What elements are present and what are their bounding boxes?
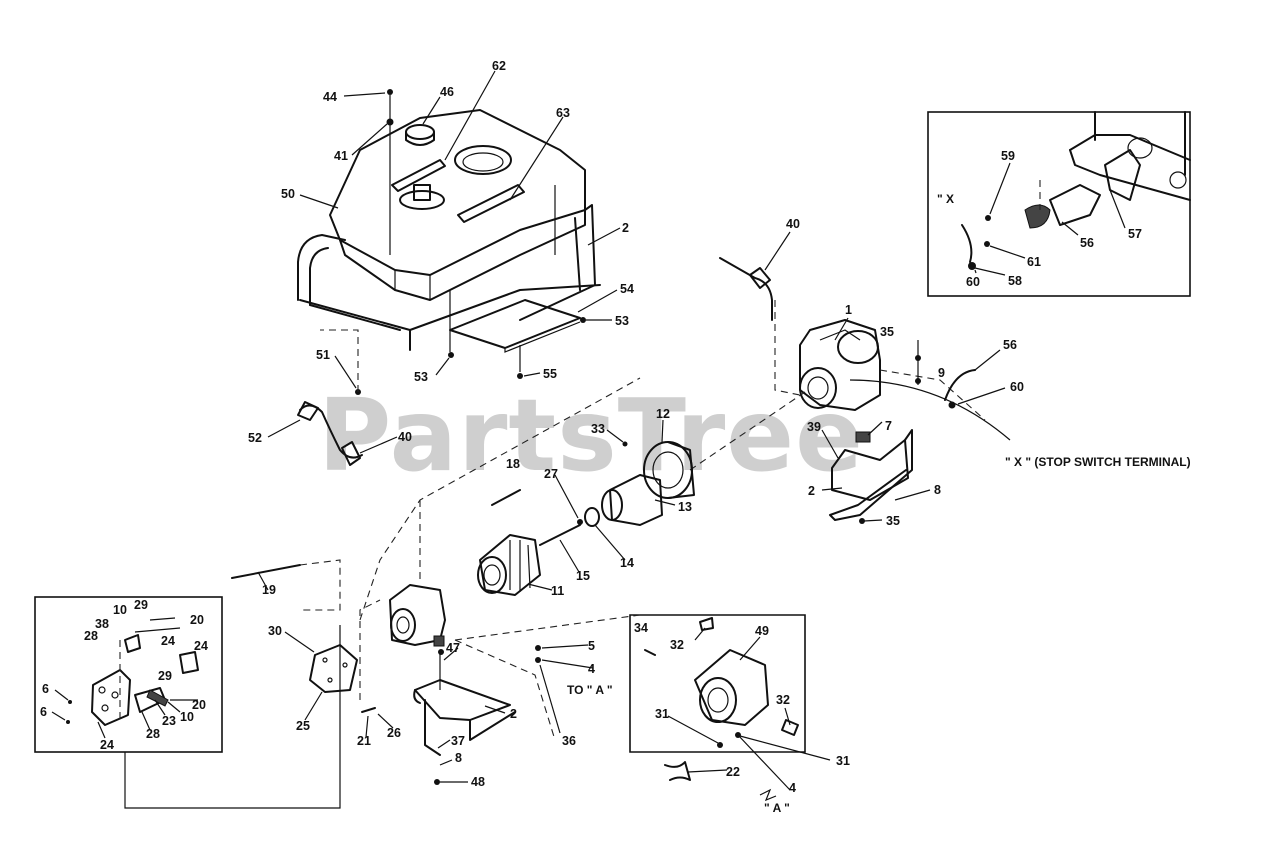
callout-63: 63 (556, 106, 570, 120)
callout-44: 44 (323, 90, 337, 104)
power-cord (267, 329, 398, 466)
callout-28-top: 28 (84, 629, 98, 643)
tank-leaders (299, 70, 621, 377)
callout-6-top: 6 (42, 682, 49, 696)
callout-36: 36 (562, 734, 576, 748)
callout-49: 49 (755, 624, 769, 638)
watermark: PartsTree (318, 377, 864, 494)
callout-35-bottom: 35 (886, 514, 900, 528)
callout-52: 52 (248, 431, 262, 445)
bearing-carrier-inset (454, 614, 831, 802)
callout-21: 21 (357, 734, 371, 748)
callout-22: 22 (726, 765, 740, 779)
callout-2-handle: 2 (510, 707, 517, 721)
callout-47: 47 (446, 641, 460, 655)
callout-24-c: 24 (100, 738, 114, 752)
callout-4-top: 4 (588, 662, 595, 676)
callout-60-inset: 60 (966, 275, 980, 289)
callout-7: 7 (885, 419, 892, 433)
callout-46: 46 (440, 85, 454, 99)
callout-54: 54 (620, 282, 634, 296)
note-x: " X (937, 192, 954, 206)
callout-29-bottom: 29 (158, 669, 172, 683)
callout-55: 55 (543, 367, 557, 381)
callout-51: 51 (316, 348, 330, 362)
callout-8-handle: 8 (455, 751, 462, 765)
callout-1: 1 (845, 303, 852, 317)
callout-40-fuel: 40 (786, 217, 800, 231)
callout-24-b: 24 (194, 639, 208, 653)
callout-labels: 44 41 46 62 63 50 2 54 53 53 55 51 52 40… (40, 59, 1191, 815)
callout-10-bottom: 10 (180, 710, 194, 724)
callout-32-right: 32 (776, 693, 790, 707)
callout-12: 12 (656, 407, 670, 421)
callout-25: 25 (296, 719, 310, 733)
callout-27: 27 (544, 467, 558, 481)
callout-9: 9 (938, 366, 945, 380)
note-a: " A " (764, 801, 790, 815)
callout-38: 38 (95, 617, 109, 631)
callout-60-engine: 60 (1010, 380, 1024, 394)
callout-35-top: 35 (880, 325, 894, 339)
callout-14: 14 (620, 556, 634, 570)
callout-48: 48 (471, 775, 485, 789)
stop-switch-note: " X " (STOP SWITCH TERMINAL) (1005, 455, 1191, 469)
callout-61: 61 (1027, 255, 1041, 269)
callout-32-top: 32 (670, 638, 684, 652)
callout-53-right: 53 (615, 314, 629, 328)
callout-31-left: 31 (655, 707, 669, 721)
handle-assembly (413, 639, 594, 785)
callout-20-top: 20 (190, 613, 204, 627)
callout-40-cord: 40 (398, 430, 412, 444)
callout-11: 11 (551, 584, 564, 598)
callout-59: 59 (1001, 149, 1015, 163)
callout-57: 57 (1128, 227, 1142, 241)
callout-15: 15 (576, 569, 590, 583)
callout-4-bottom: 4 (789, 781, 796, 795)
engine-assembly (719, 231, 1011, 524)
callout-19: 19 (262, 583, 276, 597)
callout-58: 58 (1008, 274, 1022, 288)
callout-13: 13 (678, 500, 692, 514)
callout-23: 23 (162, 714, 176, 728)
callout-26: 26 (387, 726, 401, 740)
callout-33: 33 (591, 422, 605, 436)
callout-56-inset: 56 (1080, 236, 1094, 250)
alternator-parts (231, 377, 809, 738)
callout-2-bracket: 2 (808, 484, 815, 498)
callout-5: 5 (588, 639, 595, 653)
callout-24-a: 24 (161, 634, 175, 648)
callout-8-bracket: 8 (934, 483, 941, 497)
callout-28-bottom: 28 (146, 727, 160, 741)
callout-2-tank: 2 (622, 221, 629, 235)
callout-62: 62 (492, 59, 506, 73)
callout-53-left: 53 (414, 370, 428, 384)
callout-30: 30 (268, 624, 282, 638)
callout-10-top: 10 (113, 603, 127, 617)
callout-39: 39 (807, 420, 821, 434)
callout-56-engine: 56 (1003, 338, 1017, 352)
callout-50: 50 (281, 187, 295, 201)
callout-31-right: 31 (836, 754, 850, 768)
note-to-a: TO " A " (567, 683, 613, 697)
callout-29-top: 29 (134, 598, 148, 612)
stop-switch-inset (927, 111, 1191, 297)
callout-37: 37 (451, 734, 465, 748)
callout-41: 41 (334, 149, 348, 163)
fuel-tank-assembly (297, 89, 601, 379)
callout-20-bottom: 20 (192, 698, 206, 712)
callout-18: 18 (506, 457, 520, 471)
brush-holder-inset (34, 596, 341, 809)
callout-34: 34 (634, 621, 648, 635)
callout-6-bottom: 6 (40, 705, 47, 719)
